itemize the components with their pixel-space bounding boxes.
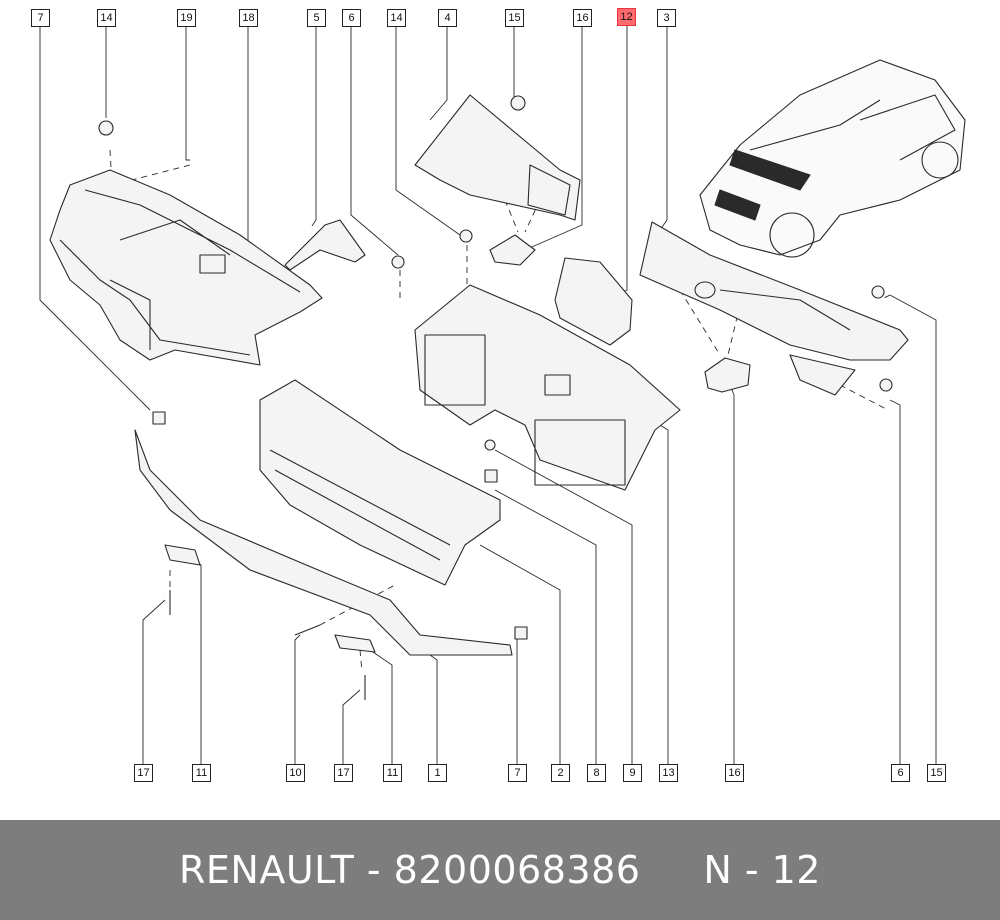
callout-7-top: 7 bbox=[31, 9, 50, 27]
part-2-lower-grille bbox=[259, 379, 501, 586]
callout-16-top: 16 bbox=[573, 9, 592, 27]
callout-13-bottom: 13 bbox=[659, 764, 678, 782]
callout-1-bottom: 1 bbox=[428, 764, 447, 782]
callout-7-bottom: 7 bbox=[508, 764, 527, 782]
part-3-scuttle bbox=[639, 221, 909, 361]
part-number-footer: RENAULT - 8200068386 N - 12 bbox=[0, 820, 1000, 920]
callout-18-top: 18 bbox=[239, 9, 258, 27]
callout-15-bottom: 15 bbox=[927, 764, 946, 782]
callout-2-bottom: 2 bbox=[551, 764, 570, 782]
part-12-duct bbox=[554, 257, 633, 346]
callout-14-top-right: 14 bbox=[387, 9, 406, 27]
callout-10-bottom: 10 bbox=[286, 764, 305, 782]
callout-4-top: 4 bbox=[438, 9, 457, 27]
callout-6-bottom: 6 bbox=[891, 764, 910, 782]
callout-17-bottom-left: 17 bbox=[134, 764, 153, 782]
callout-5-top: 5 bbox=[307, 9, 326, 27]
part-mesh-corner bbox=[789, 354, 856, 396]
part-16-clip-right bbox=[704, 357, 751, 393]
part-13-grille bbox=[414, 284, 681, 491]
part-number-caption: RENAULT - 8200068386 N - 12 bbox=[179, 848, 821, 892]
callout-9-bottom: 9 bbox=[623, 764, 642, 782]
part-18-upper-panel bbox=[49, 169, 323, 366]
callout-15-top: 15 bbox=[505, 9, 524, 27]
fasteners bbox=[98, 95, 893, 700]
callout-11-bottom-mid: 11 bbox=[383, 764, 402, 782]
part-1-bumper-strip bbox=[134, 429, 513, 656]
part-4-cowl bbox=[414, 94, 581, 221]
part-16-clip-left bbox=[489, 234, 536, 266]
callout-16-bottom: 16 bbox=[725, 764, 744, 782]
callout-17-bottom-mid: 17 bbox=[334, 764, 353, 782]
callout-11-bottom-left: 11 bbox=[192, 764, 211, 782]
parts-diagram bbox=[39, 26, 966, 765]
callout-6-top: 6 bbox=[342, 9, 361, 27]
callout-3-top: 3 bbox=[657, 9, 676, 27]
callout-8-bottom: 8 bbox=[587, 764, 606, 782]
callout-14-top-left: 14 bbox=[97, 9, 116, 27]
part-5-bracket bbox=[284, 219, 366, 271]
callout-12-highlighted: 12 bbox=[617, 8, 636, 26]
callout-19-top: 19 bbox=[177, 9, 196, 27]
vehicle-inset bbox=[699, 59, 966, 258]
